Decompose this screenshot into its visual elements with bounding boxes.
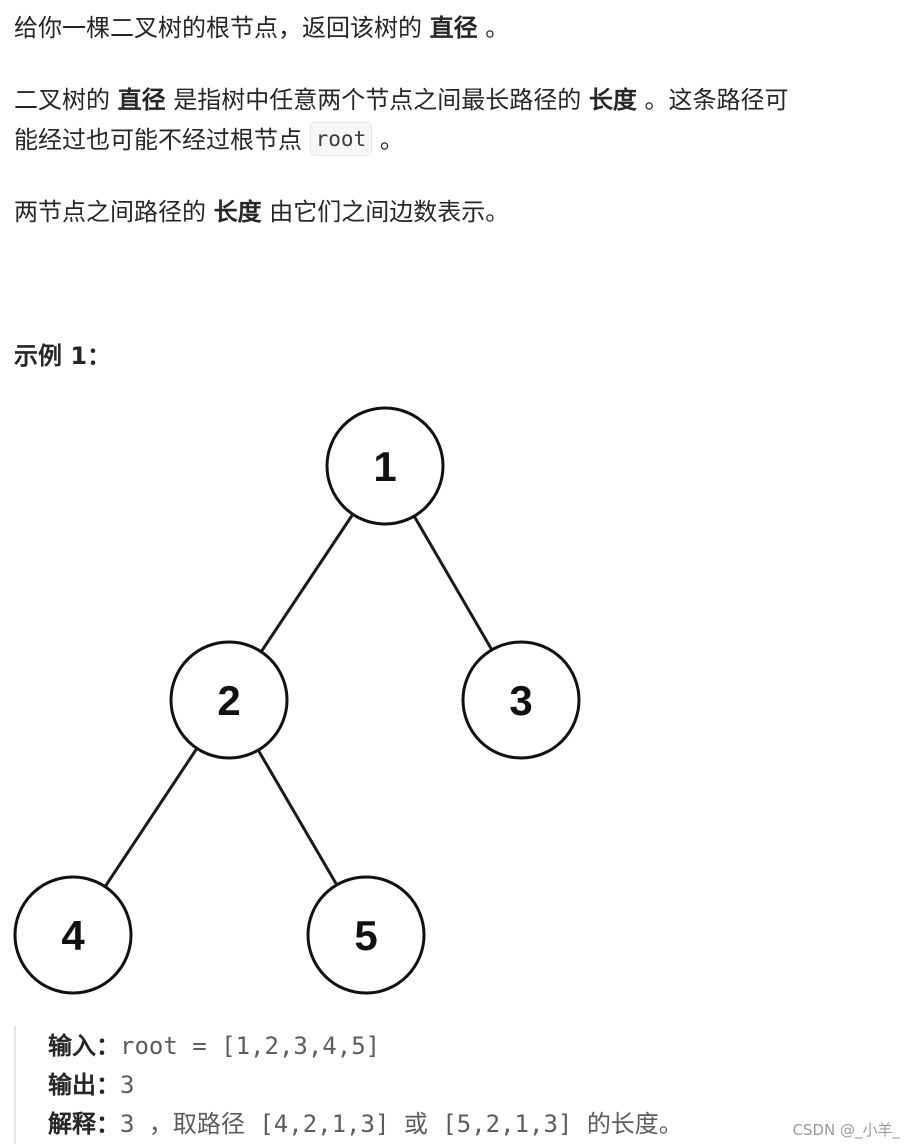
tree-edges xyxy=(103,513,494,888)
tree-node-4: 4 xyxy=(13,875,133,995)
inline-code-root: root xyxy=(309,122,373,156)
tree-edge-2-5 xyxy=(256,749,339,886)
problem-description-definition: 二叉树的 直径 是指树中任意两个节点之间最长路径的 长度 。这条路径可能经过也可… xyxy=(14,80,789,160)
explanation-path: [4,2,1,3] xyxy=(244,1110,404,1138)
example-explanation-line: 解释：3 ，取路径 [4,2,1,3] 或 [5,2,1,3] 的长度。 xyxy=(48,1104,894,1143)
tree-edge-2-4 xyxy=(103,747,199,888)
tree-node-label: 2 xyxy=(217,677,240,724)
tree-node-circle xyxy=(13,875,133,995)
definition-text: 能经过也可能不经过根节点 xyxy=(14,126,310,154)
explanation-label: 解释： xyxy=(48,1110,120,1138)
definition-text-end: 。 xyxy=(372,126,404,154)
output-value: 3 xyxy=(120,1071,135,1099)
example-input-line: 输入：root = [1,2,3,4,5] xyxy=(48,1026,894,1065)
binary-tree-diagram: 1 2 3 4 5 xyxy=(13,406,581,995)
definition-text: 。这条路径可 xyxy=(636,86,789,114)
tree-node-label: 3 xyxy=(509,677,532,724)
example-title: 示例 1： xyxy=(14,342,112,370)
explanation-path: [5,2,1,3] xyxy=(427,1110,587,1138)
explanation-text: 取路径 xyxy=(172,1110,245,1138)
explanation-text: 或 xyxy=(403,1110,428,1138)
input-value: root = [1,2,3,4,5] xyxy=(120,1032,381,1060)
tree-node-circle xyxy=(169,640,289,760)
definition-text: 是指树中任意两个节点之间最长路径的 xyxy=(165,86,589,114)
tree-nodes: 1 2 3 4 5 xyxy=(13,406,581,995)
tree-node-circle xyxy=(325,406,445,526)
tree-node-circle xyxy=(306,875,426,995)
output-label: 输出： xyxy=(48,1071,120,1099)
tree-node-1: 1 xyxy=(325,406,445,526)
term-length: 长度 xyxy=(588,86,637,114)
tree-node-circle xyxy=(461,640,581,760)
tree-edge-1-2 xyxy=(259,513,355,653)
term-length: 长度 xyxy=(213,198,262,226)
length-text: 两节点之间路径的 xyxy=(14,198,214,226)
tree-node-3: 3 xyxy=(461,640,581,760)
explanation-value: 3 ， xyxy=(120,1110,173,1138)
tree-node-2: 2 xyxy=(169,640,289,760)
tree-node-label: 1 xyxy=(373,443,396,490)
term-diameter: 直径 xyxy=(117,86,166,114)
term-diameter: 直径 xyxy=(429,14,478,42)
tree-node-5: 5 xyxy=(306,875,426,995)
length-text-end: 由它们之间边数表示。 xyxy=(261,198,510,226)
example-block: 输入：root = [1,2,3,4,5] 输出：3 解释：3 ，取路径 [4,… xyxy=(14,1026,894,1144)
tree-edge-1-3 xyxy=(412,515,494,651)
explanation-text: 的长度。 xyxy=(586,1110,683,1138)
input-label: 输入： xyxy=(48,1032,120,1060)
watermark: CSDN @_小羊_ xyxy=(792,1121,900,1139)
definition-text: 二叉树的 xyxy=(14,86,118,114)
intro-text-end: 。 xyxy=(477,14,510,42)
example-output-line: 输出：3 xyxy=(48,1065,894,1104)
intro-text: 给你一棵二叉树的根节点，返回该树的 xyxy=(14,14,430,42)
problem-description-length: 两节点之间路径的 长度 由它们之间边数表示。 xyxy=(14,192,509,232)
problem-description-intro: 给你一棵二叉树的根节点，返回该树的 直径 。 xyxy=(14,8,509,48)
tree-node-label: 4 xyxy=(61,912,85,959)
tree-node-label: 5 xyxy=(354,912,377,959)
